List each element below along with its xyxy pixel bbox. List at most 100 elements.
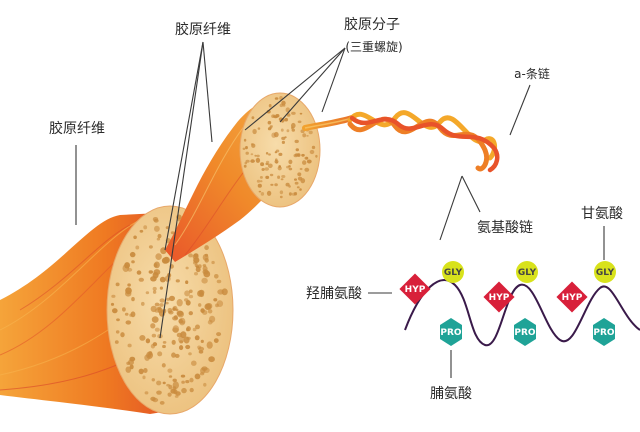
speckle xyxy=(185,380,190,384)
label-collagen-fibril: 胶原纤维 xyxy=(175,21,231,38)
speckle xyxy=(211,260,215,265)
speckle xyxy=(115,330,120,334)
speckle xyxy=(181,380,185,384)
svg-text:GLY: GLY xyxy=(596,268,615,278)
speckle xyxy=(269,173,274,177)
cross-section-molecules xyxy=(242,96,318,199)
speckle xyxy=(151,316,159,323)
speckle xyxy=(199,372,205,376)
speckle xyxy=(153,218,159,223)
speckle xyxy=(188,289,193,294)
speckle xyxy=(294,178,297,181)
speckle xyxy=(170,231,175,235)
label-alpha-chain: a-条链 xyxy=(514,66,550,81)
speckle xyxy=(260,162,265,167)
speckle xyxy=(184,290,191,297)
speckle xyxy=(154,225,160,232)
speckle xyxy=(177,311,185,318)
speckle xyxy=(133,235,137,240)
speckle xyxy=(302,160,307,165)
speckle xyxy=(306,159,312,164)
speckle xyxy=(130,311,136,318)
speckle xyxy=(131,260,135,264)
speckle xyxy=(274,97,279,100)
speckle xyxy=(139,335,146,341)
speckle xyxy=(141,301,145,306)
speckle xyxy=(188,294,194,299)
speckle xyxy=(254,154,257,157)
gly-badge-2: GLY xyxy=(516,261,538,283)
speckle xyxy=(174,353,180,358)
speckle xyxy=(203,382,207,387)
svg-text:GLY: GLY xyxy=(518,268,537,278)
speckle xyxy=(153,269,161,276)
speckle xyxy=(188,352,192,356)
speckle xyxy=(200,308,205,313)
speckle xyxy=(173,315,178,320)
speckle xyxy=(175,279,180,283)
speckle xyxy=(243,164,247,168)
speckle xyxy=(186,327,190,332)
speckle xyxy=(208,356,215,363)
speckle xyxy=(142,375,146,380)
speckle xyxy=(274,160,279,164)
speckle xyxy=(288,192,292,196)
speckle xyxy=(198,346,205,352)
speckle xyxy=(311,145,316,150)
speckle xyxy=(207,309,213,314)
speckle xyxy=(179,317,186,326)
speckle xyxy=(181,387,187,394)
speckle xyxy=(122,307,126,312)
speckle xyxy=(269,126,273,129)
speckle xyxy=(185,280,189,285)
speckle xyxy=(178,336,185,343)
speckle xyxy=(176,299,183,307)
svg-text:HYP: HYP xyxy=(405,285,426,295)
speckle xyxy=(168,384,173,390)
speckle xyxy=(281,175,286,178)
pro-badge-1: PRO xyxy=(440,318,462,346)
speckle xyxy=(216,300,224,307)
speckle xyxy=(277,166,282,171)
speckle xyxy=(308,130,313,135)
speckle xyxy=(185,266,189,270)
speckle xyxy=(145,291,150,295)
speckle xyxy=(150,323,156,329)
speckle xyxy=(195,324,200,330)
speckle xyxy=(185,300,191,306)
speckle xyxy=(174,395,179,398)
speckle xyxy=(120,332,125,338)
label-proline: 脯氨酸 xyxy=(430,386,472,402)
gly-badge-3: GLY xyxy=(594,261,616,283)
speckle xyxy=(291,192,296,196)
svg-text:PRO: PRO xyxy=(593,328,615,338)
speckle xyxy=(152,342,158,347)
speckle xyxy=(284,117,289,122)
speckle xyxy=(295,148,299,152)
speckle xyxy=(267,120,272,125)
speckle xyxy=(139,229,144,233)
speckle xyxy=(193,253,199,258)
speckle xyxy=(275,149,280,153)
speckle xyxy=(268,104,272,108)
speckle xyxy=(285,182,290,187)
speckle xyxy=(286,129,290,133)
speckle xyxy=(145,338,151,344)
speckle xyxy=(204,303,212,311)
speckle xyxy=(151,333,157,338)
speckle xyxy=(217,289,224,295)
speckle xyxy=(286,165,290,169)
speckle xyxy=(288,167,293,171)
leader-lines xyxy=(75,41,605,378)
label-collagen-fiber: 胶原纤维 xyxy=(49,120,105,137)
gly-badge-1: GLY xyxy=(442,261,464,283)
hyp-badge-3: HYP xyxy=(556,281,588,313)
speckle xyxy=(156,390,162,395)
speckle xyxy=(162,341,167,344)
speckle xyxy=(280,128,284,132)
svg-text:HYP: HYP xyxy=(489,293,510,303)
speckle xyxy=(265,175,270,179)
speckle xyxy=(255,157,261,163)
speckle xyxy=(194,373,201,380)
speckle xyxy=(260,192,265,196)
